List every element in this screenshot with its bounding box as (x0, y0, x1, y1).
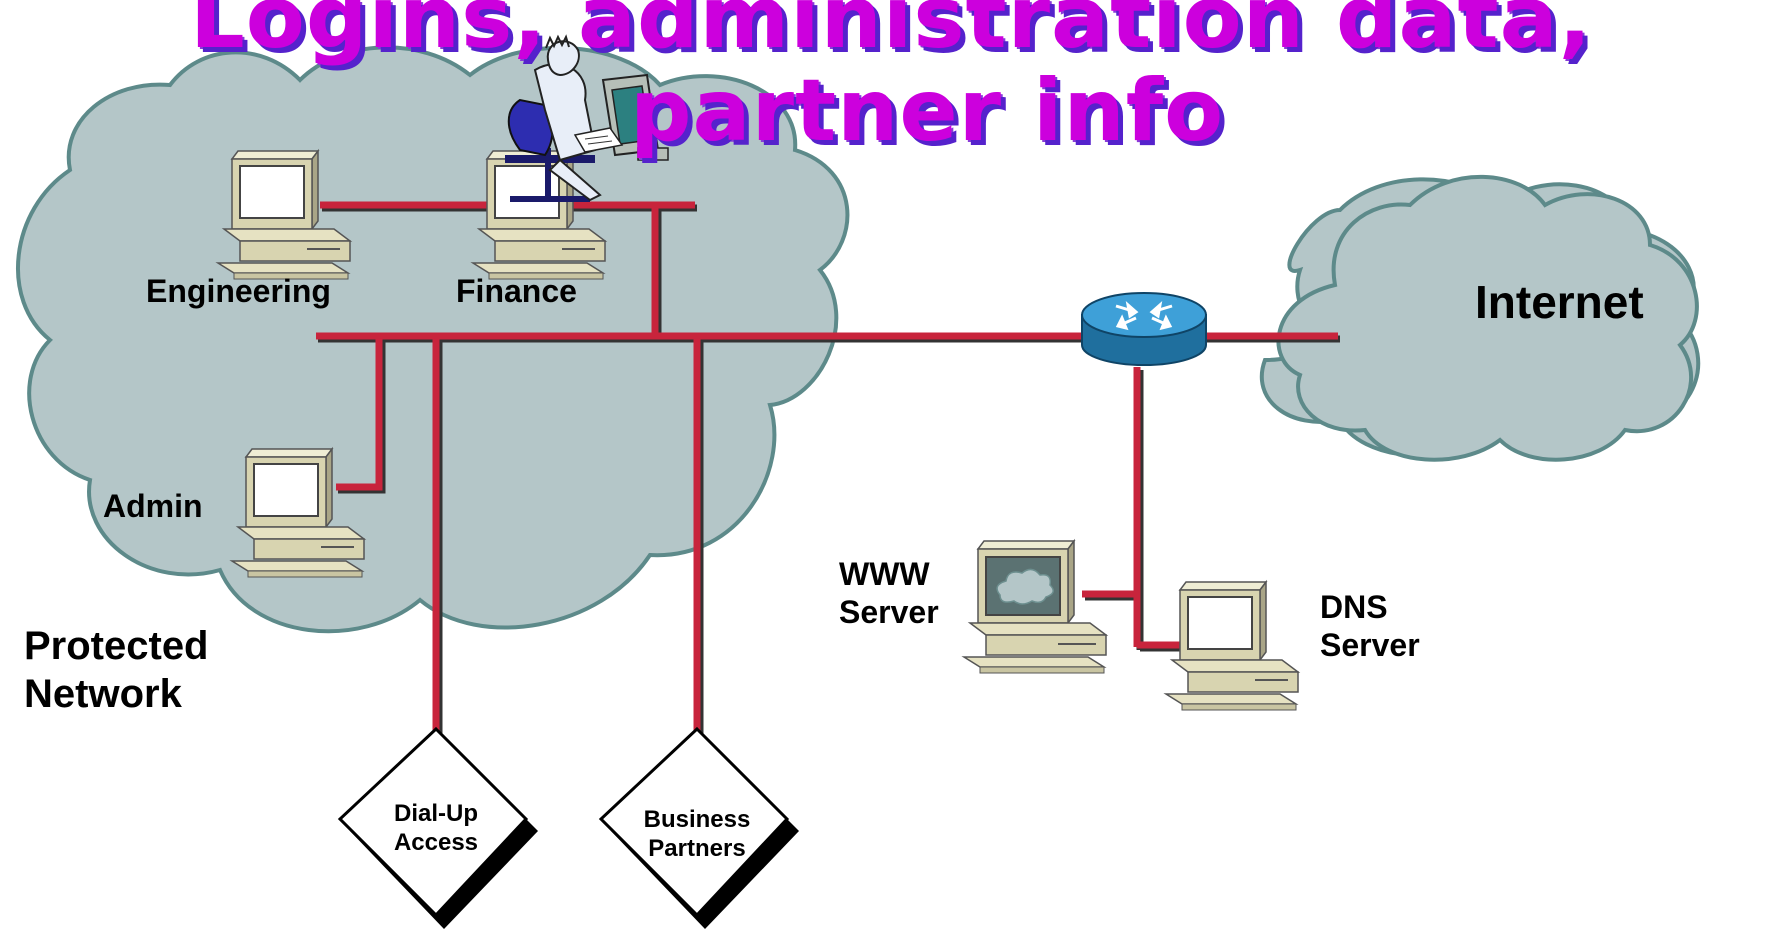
title-line-1: Logins, administration data, (190, 0, 1593, 68)
user-at-workstation-icon (505, 34, 669, 202)
dial-up-access-node (337, 726, 538, 929)
engineering-label: Engineering (146, 273, 331, 309)
internet-cloud-shape (1276, 174, 1699, 462)
www-server-label: WWW Server (839, 556, 939, 631)
dns-server-label: DNS Server (1320, 589, 1420, 664)
dns-server-icon (1165, 581, 1299, 711)
business-partners-label: Business Partners (643, 806, 751, 862)
title-line-2: partner info (630, 61, 1225, 161)
internet-label: Internet (1475, 276, 1644, 328)
www-server-icon (963, 540, 1107, 674)
protected-network-label: Protected Network (24, 624, 209, 716)
finance-label: Finance (456, 273, 577, 309)
dial-up-access-label: Dial-Up Access (393, 800, 479, 856)
admin-label: Admin (103, 488, 203, 524)
business-partners-node (598, 726, 799, 929)
router-icon (1081, 292, 1207, 366)
